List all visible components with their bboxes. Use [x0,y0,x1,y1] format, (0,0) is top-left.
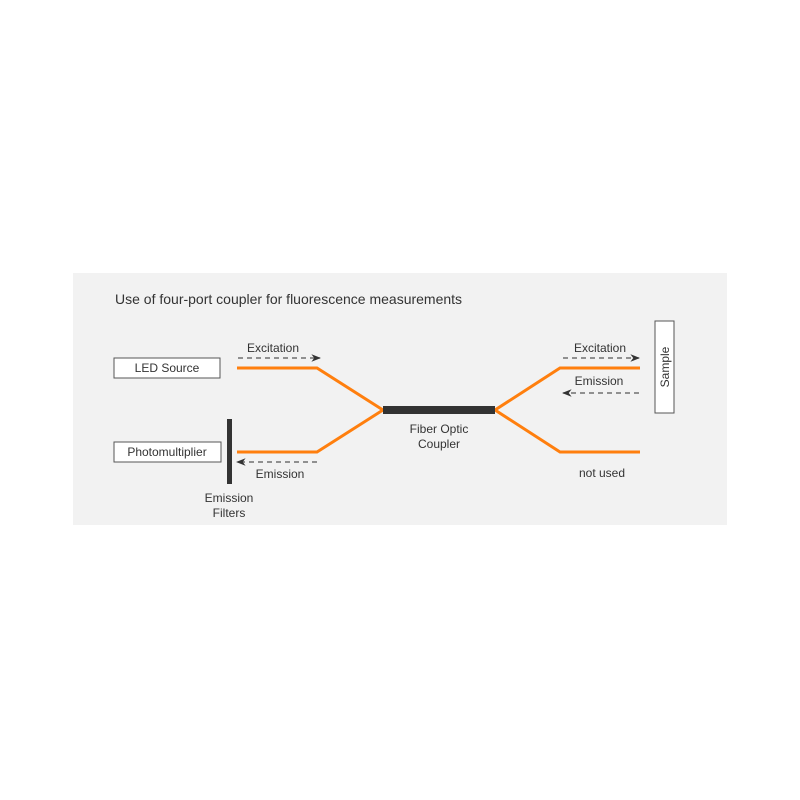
right-emission-label: Emission [575,374,624,388]
right-excitation-label: Excitation [574,341,626,355]
sample-box: Sample [654,320,675,414]
optical-fibers [237,366,640,454]
coupler-label-2: Coupler [418,437,460,451]
fiber-led [237,366,384,412]
fiber-optic-coupler [383,406,495,414]
led-source-box: LED Source [113,357,221,379]
coupler-label-1: Fiber Optic [410,422,469,436]
photomultiplier-label: Photomultiplier [127,445,206,459]
diagram-panel [73,273,727,525]
left-emission-label: Emission [256,467,305,481]
led-source-label: LED Source [135,361,200,375]
fiber-unused [494,408,640,454]
diagram-title: Use of four-port coupler for fluorescenc… [115,291,462,307]
left-excitation-label: Excitation [247,341,299,355]
sample-label: Sample [658,346,672,387]
not-used-label: not used [579,466,625,480]
fiber-sample [494,366,640,412]
emission-filters-label-1: Emission [205,491,254,505]
photomultiplier-box: Photomultiplier [113,441,222,463]
emission-filter-bar [227,419,232,484]
emission-filters-label-2: Filters [213,506,246,520]
fiber-photomultiplier [237,408,384,454]
